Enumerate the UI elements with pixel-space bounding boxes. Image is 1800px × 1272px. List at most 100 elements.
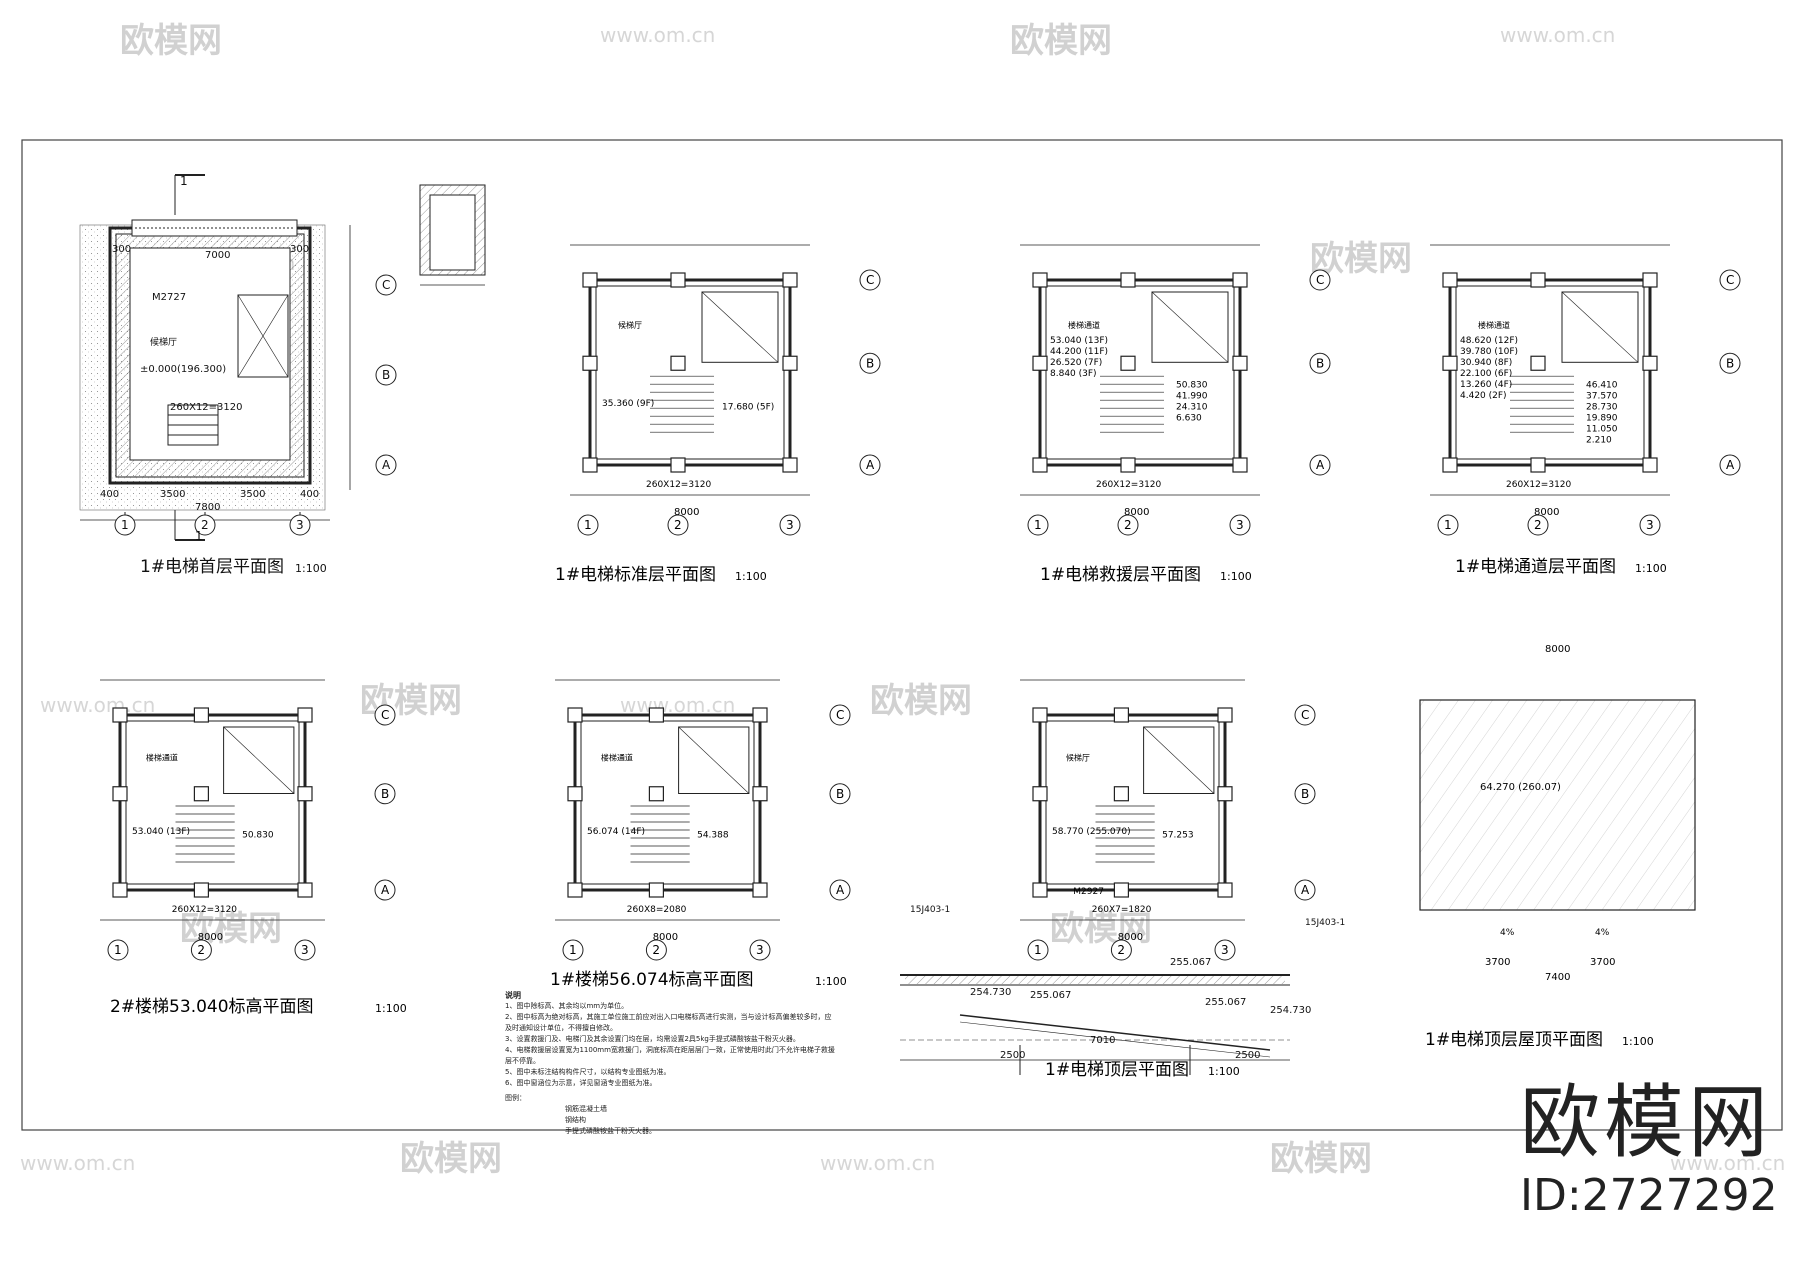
- axis-label: B: [836, 787, 844, 801]
- column: [1032, 882, 1048, 898]
- axis-bubble: [1639, 514, 1661, 536]
- plan-wall-inner: [1045, 285, 1235, 460]
- axis-label: 3: [1236, 518, 1244, 532]
- axis-label: C: [866, 273, 874, 287]
- pit-detail: [419, 184, 486, 286]
- legend-item: 钢结构: [565, 1116, 586, 1124]
- overall-dim: 8000: [653, 932, 678, 943]
- axis-label: 1: [121, 518, 129, 532]
- level-label: ±0.000(196.300): [140, 364, 226, 375]
- level-label: 11.050: [1586, 424, 1618, 434]
- axis-bubble: [1719, 269, 1741, 291]
- axis-label: 3: [296, 518, 304, 532]
- column: [112, 882, 128, 898]
- axis-label: 3: [301, 943, 309, 957]
- overall-dim: 8000: [1534, 507, 1559, 518]
- general-notes: 说明 1、图中除标高、其余均以mm为单位。 2、图中标高为绝对标高，其施工单位施…: [505, 990, 835, 1137]
- plan-scale: 1:100: [1622, 1035, 1654, 1048]
- axis-bubble: [1309, 269, 1331, 291]
- room-label: 楼梯通道: [1068, 320, 1100, 330]
- level-label: 19.890: [1586, 413, 1618, 423]
- dim-bottom-2: 3500: [240, 489, 265, 500]
- axis-label: 1: [114, 943, 122, 957]
- axis-label: 1: [569, 943, 577, 957]
- plan-scale: 1:100: [375, 1002, 407, 1015]
- level-label: 37.570: [1586, 391, 1618, 401]
- dim-top-0: 300: [112, 244, 131, 255]
- axis-label: 2: [197, 943, 205, 957]
- column: [1032, 272, 1048, 288]
- plan-wall: [1038, 278, 1242, 467]
- plan-wall-inner: [1045, 720, 1220, 885]
- plan-wall-inner: [1455, 285, 1645, 460]
- dim-label: 3700: [1485, 957, 1510, 968]
- column: [670, 272, 686, 288]
- plan-title: 2#楼梯53.040标高平面图: [110, 997, 314, 1017]
- stair-dim: 260X12=3120: [170, 402, 243, 413]
- axis-bubble: [1229, 514, 1251, 536]
- axis-bubble: [779, 514, 801, 536]
- axis-bubble: [107, 939, 129, 961]
- axis-label: C: [1316, 273, 1324, 287]
- axis-label: A: [1726, 458, 1735, 472]
- plan-title: 1#楼梯56.074标高平面图: [550, 970, 754, 990]
- watermark-url: www.om.cn: [820, 1151, 935, 1175]
- level-label: 6.630: [1176, 413, 1202, 423]
- column: [648, 882, 665, 898]
- bridge-level: 255.067: [1030, 990, 1071, 1001]
- plan-scale: 1:100: [735, 570, 767, 583]
- column: [1113, 786, 1130, 802]
- column: [567, 786, 583, 802]
- stair-dim: 260X12=3120: [1506, 480, 1572, 490]
- column: [1217, 707, 1233, 723]
- legend-title: 图例：: [505, 1094, 526, 1102]
- legend-item: 钢筋混凝土墙: [565, 1105, 607, 1113]
- column: [567, 707, 583, 723]
- axis-label: 1: [1034, 518, 1042, 532]
- dim-label: 3700: [1590, 957, 1615, 968]
- level-label: 26.520 (7F): [1050, 358, 1102, 368]
- axis-label: C: [382, 278, 390, 292]
- bridge-dim: 2500: [1000, 1050, 1025, 1061]
- axis-label: C: [1301, 708, 1309, 722]
- axis-bubble: [562, 939, 584, 961]
- axis-label: C: [836, 708, 844, 722]
- column: [752, 882, 768, 898]
- plan-title: 1#电梯通道层平面图: [1455, 557, 1616, 577]
- watermark-brand: 欧模网: [400, 1139, 502, 1179]
- note-line: 3、设置救援门及、电梯门及其余设置门均在层，均需设置2具5kg手提式磷酸铵盐干粉…: [505, 1035, 800, 1043]
- axis-label: B: [1316, 356, 1324, 370]
- column: [112, 707, 128, 723]
- roof-glass: [1419, 699, 1696, 911]
- column: [1217, 882, 1233, 898]
- axis-label: A: [866, 458, 875, 472]
- axis-label: 3: [1221, 943, 1229, 957]
- overall-dim: 8000: [674, 507, 699, 518]
- level-label: 41.990: [1176, 391, 1208, 401]
- axis-label: 1: [1034, 943, 1042, 957]
- axis-label: C: [381, 708, 389, 722]
- axis-label: 3: [786, 518, 794, 532]
- section-marker: 1: [195, 529, 203, 543]
- axis-bubble: [577, 514, 599, 536]
- column: [648, 707, 665, 723]
- column: [1120, 355, 1136, 371]
- column: [670, 355, 686, 371]
- column: [1217, 786, 1233, 802]
- plan-wall: [588, 278, 792, 467]
- level-label: 53.040 (13F): [132, 827, 190, 837]
- plan-title: 1#电梯顶层平面图: [1045, 1060, 1189, 1080]
- level-label: 35.360 (9F): [602, 399, 654, 409]
- dim-bottom-0: 400: [100, 489, 119, 500]
- axis-bubble: [374, 879, 396, 901]
- column: [782, 457, 798, 473]
- watermark-brand: 欧模网: [1010, 21, 1112, 61]
- axis-bubble: [1309, 352, 1331, 374]
- level-label: 39.780 (10F): [1460, 347, 1518, 357]
- door-label: M2727: [152, 292, 186, 303]
- column: [582, 272, 598, 288]
